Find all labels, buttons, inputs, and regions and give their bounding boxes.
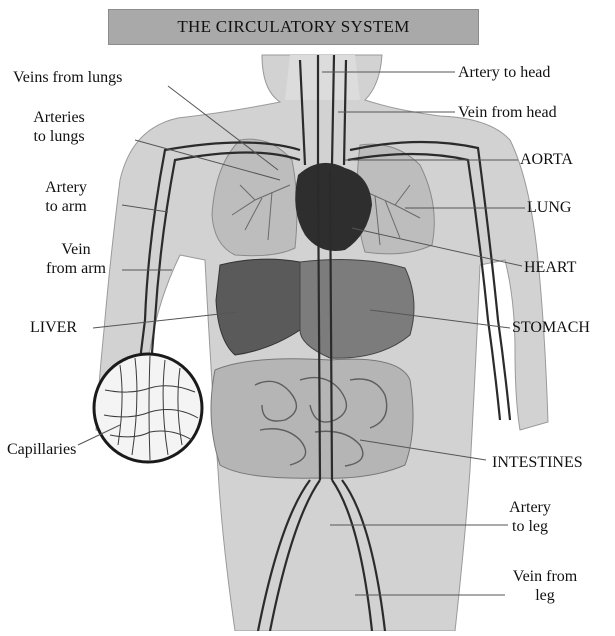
label-arteries-to-lungs-line1: Arteries <box>22 108 96 127</box>
label-vein-from-leg: Vein from leg <box>500 567 590 605</box>
label-vein-from-head: Vein from head <box>458 103 557 122</box>
diagram-title: THE CIRCULATORY SYSTEM <box>177 17 409 37</box>
capillaries-circle <box>94 354 202 462</box>
label-veins-from-lungs: Veins from lungs <box>13 68 122 87</box>
neck-region <box>285 55 360 100</box>
label-capillaries: Capillaries <box>7 440 76 459</box>
label-aorta: AORTA <box>520 150 573 169</box>
label-stomach: STOMACH <box>512 318 590 337</box>
label-artery-to-leg-line1: Artery <box>500 498 560 517</box>
label-vein-from-arm: Vein from arm <box>36 240 116 278</box>
label-liver: LIVER <box>30 318 77 337</box>
label-artery-to-head: Artery to head <box>458 63 550 82</box>
label-vein-from-leg-line2: leg <box>500 586 590 605</box>
label-vein-from-arm-line2: from arm <box>36 259 116 278</box>
label-artery-to-arm: Artery to arm <box>30 178 102 216</box>
label-vein-from-leg-line1: Vein from <box>500 567 590 586</box>
label-artery-to-arm-line1: Artery <box>30 178 102 197</box>
label-arteries-to-lungs: Arteries to lungs <box>22 108 96 146</box>
label-vein-from-arm-line1: Vein <box>36 240 116 259</box>
label-lung: LUNG <box>527 198 571 217</box>
label-heart: HEART <box>524 258 576 277</box>
label-artery-to-leg: Artery to leg <box>500 498 560 536</box>
title-banner: THE CIRCULATORY SYSTEM <box>108 9 479 45</box>
label-intestines: INTESTINES <box>492 453 583 472</box>
label-artery-to-arm-line2: to arm <box>30 197 102 216</box>
stomach-shape <box>300 260 414 359</box>
label-artery-to-leg-line2: to leg <box>500 517 560 536</box>
label-arteries-to-lungs-line2: to lungs <box>22 127 96 146</box>
